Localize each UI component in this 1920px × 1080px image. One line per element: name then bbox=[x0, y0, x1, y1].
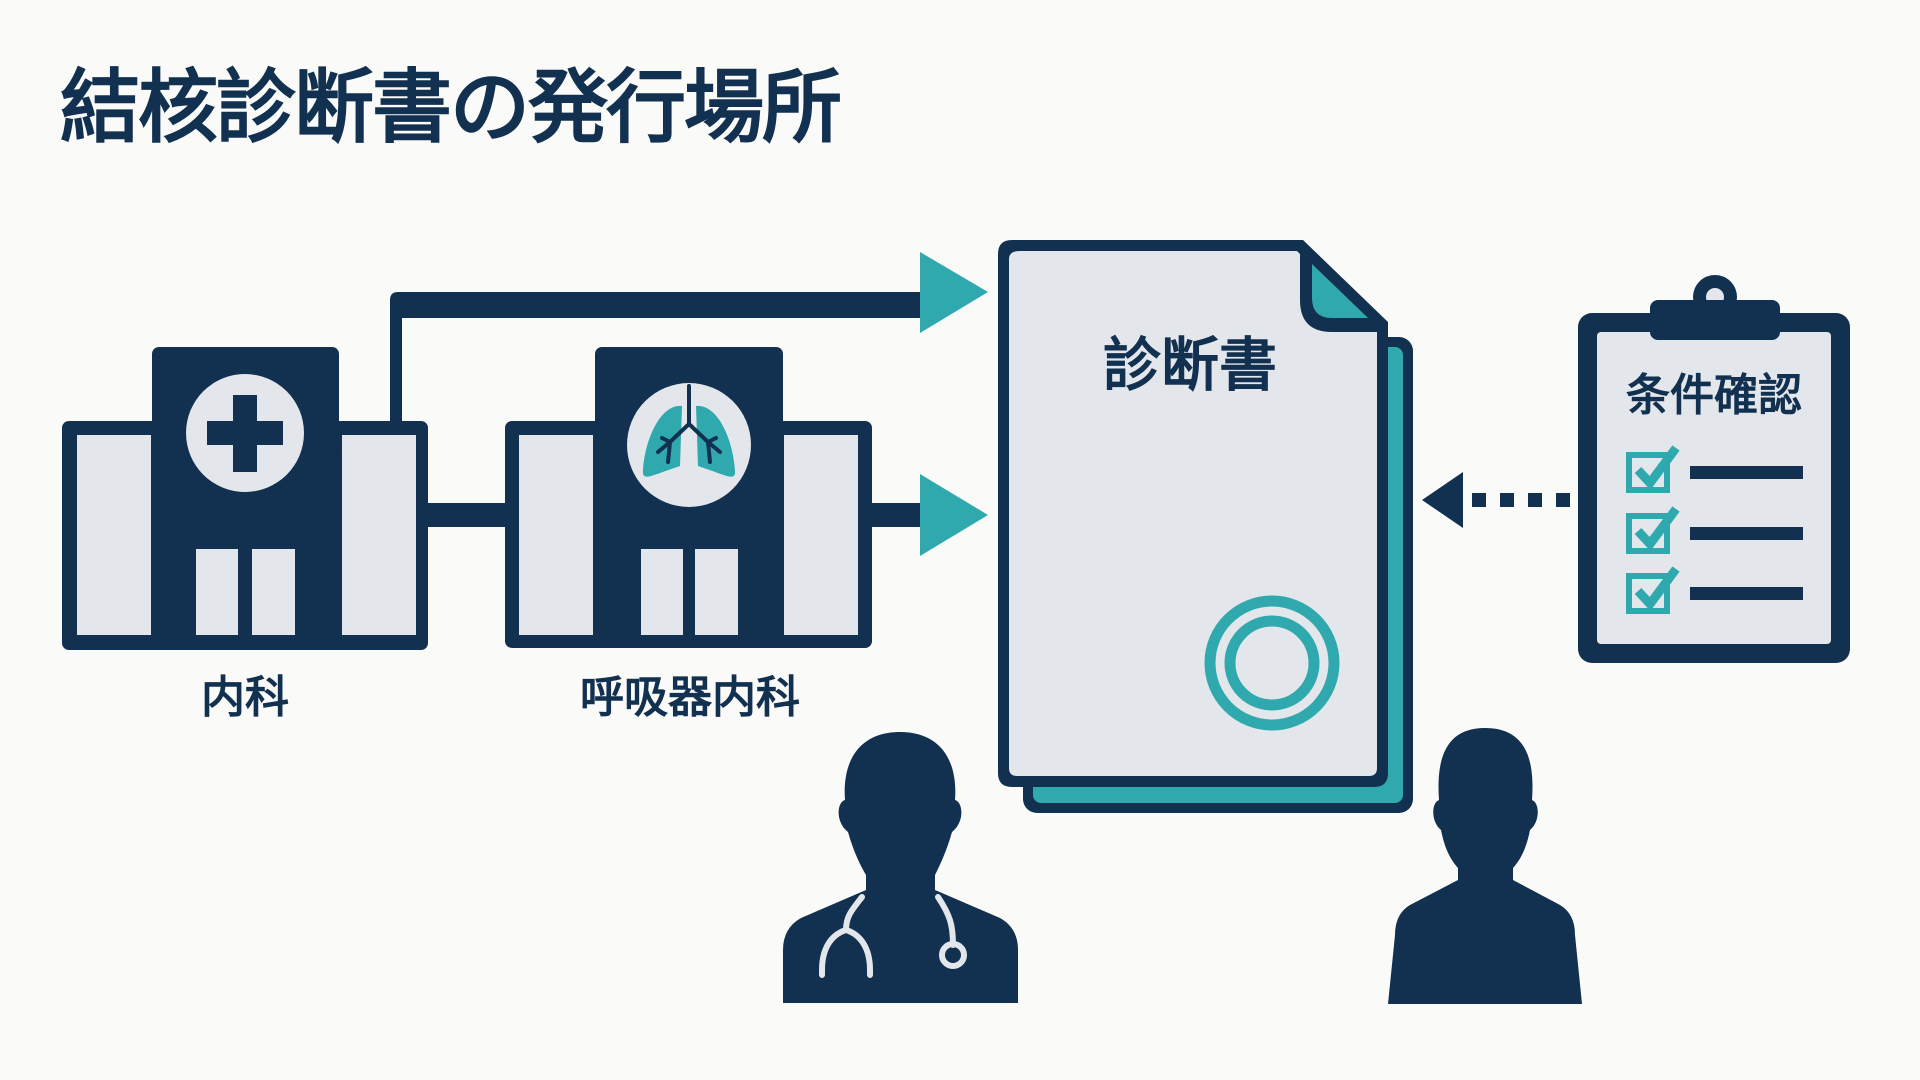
dotted-arrow bbox=[1422, 472, 1570, 528]
checklist-line bbox=[1690, 587, 1803, 600]
checklist-line bbox=[1690, 527, 1803, 540]
page-title: 結核診断書の発行場所 bbox=[60, 61, 842, 154]
checkbox-checked-icon bbox=[1626, 445, 1680, 493]
medical-cross-icon bbox=[207, 395, 283, 472]
checkbox-checked-icon bbox=[1626, 506, 1680, 554]
facility-label-internal-medicine: 内科 bbox=[201, 672, 289, 723]
lungs-icon bbox=[642, 384, 736, 477]
arrow-head-bottom bbox=[920, 474, 988, 556]
patient-icon bbox=[1388, 728, 1582, 1004]
connector-top bbox=[390, 292, 925, 421]
diagnosis-document-icon bbox=[998, 240, 1413, 813]
connector-bottom bbox=[872, 503, 924, 527]
checklist-title: 条件確認 bbox=[1626, 370, 1802, 421]
checklist-items bbox=[1626, 445, 1803, 614]
facility-label-respiratory-medicine: 呼吸器内科 bbox=[580, 672, 800, 723]
seal-stamp-icon bbox=[1204, 595, 1340, 731]
checklist-line bbox=[1690, 466, 1803, 479]
checkbox-checked-icon bbox=[1626, 566, 1680, 614]
doctor-icon bbox=[783, 732, 1018, 1003]
hospital-internal-medicine-icon bbox=[62, 347, 428, 650]
hospital-respiratory-icon bbox=[505, 347, 872, 648]
arrow-head-top bbox=[920, 252, 988, 333]
stethoscope-icon bbox=[819, 894, 956, 978]
document-title: 診断書 bbox=[1102, 331, 1277, 399]
connector-middle bbox=[428, 503, 506, 527]
